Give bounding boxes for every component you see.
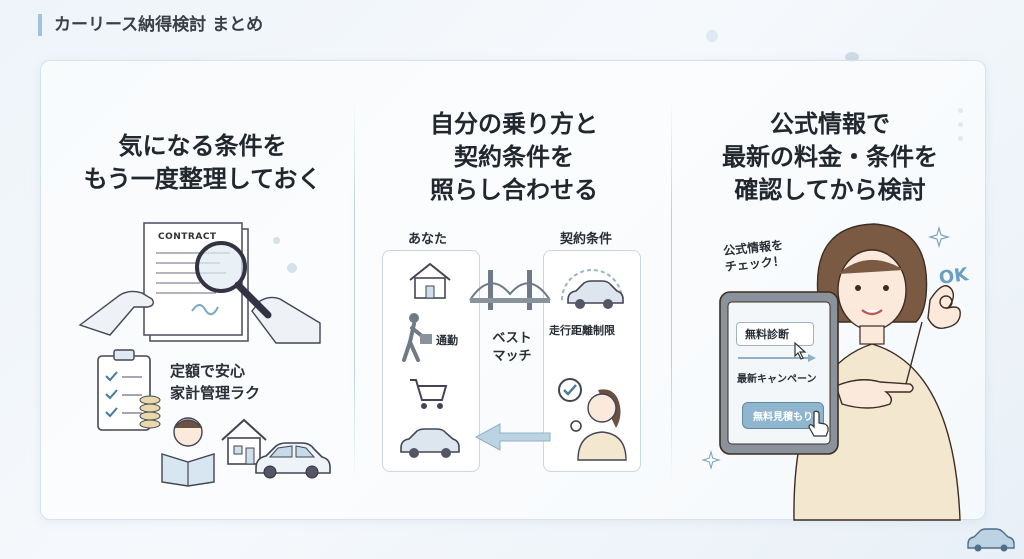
benefit-text: 定額で安心 家計管理ラク: [170, 360, 260, 404]
heading-line: 気になる条件を: [118, 132, 287, 160]
free-diagnosis-box[interactable]: 無料診断: [736, 322, 814, 346]
deco-bubble: [273, 237, 280, 244]
cursor-icon: [794, 341, 807, 360]
commute-person-icon: [402, 313, 432, 362]
deco-dot: [845, 52, 859, 62]
heading-line: 公式情報で: [770, 110, 890, 138]
bridge-icon: [469, 270, 551, 310]
person-ok-icon: [570, 389, 627, 461]
column-3-heading: 公式情報で 最新の料金・条件を 確認してから検討: [690, 108, 970, 207]
car-icon: [400, 428, 460, 458]
car-icon: [967, 528, 1015, 552]
column-divider: [354, 100, 355, 480]
heading-line: 最新の料金・条件を: [722, 143, 938, 171]
best-match-label: ベスト マッチ: [482, 330, 542, 366]
column-divider: [671, 100, 672, 480]
heading-line: 照らし合わせる: [430, 176, 598, 204]
checklist-icon: [97, 349, 161, 431]
commute-label: 通勤: [436, 334, 458, 347]
you-label: あなた: [408, 232, 448, 247]
heading-line: 契約条件を: [454, 143, 574, 171]
hand-pointer-icon: [808, 410, 829, 437]
arrow-left-icon: [474, 423, 551, 451]
house-icon: [409, 262, 451, 299]
sparkle-icon: [927, 225, 951, 249]
match-line: マッチ: [492, 349, 532, 364]
car-icon: [255, 442, 331, 479]
check-circle-icon: [558, 378, 582, 402]
mileage-gauge-car-icon: [561, 269, 624, 309]
match-line: ベスト: [492, 331, 532, 346]
deco-bubble: [287, 263, 297, 273]
contract-terms-label: 契約条件: [560, 232, 613, 247]
column-1-heading: 気になる条件を もう一度整理しておく: [60, 130, 345, 196]
sparkle-icon: [701, 450, 721, 470]
contract-label: CONTRACT: [158, 232, 217, 242]
heading-line: 確認してから検討: [734, 176, 926, 204]
house-icon: [221, 418, 267, 465]
shopping-cart-icon: [410, 379, 448, 409]
benefit-line: 家計管理ラク: [170, 384, 261, 402]
benefit-line: 定額で安心: [170, 362, 246, 380]
contract-document-icon: [78, 222, 321, 344]
person-reading-icon: [161, 417, 215, 487]
heading-line: もう一度整理しておく: [83, 165, 322, 193]
heading-line: 自分の乗り方と: [430, 110, 598, 138]
latest-campaign-link[interactable]: 最新キャンペーン: [737, 374, 817, 385]
column-2-heading: 自分の乗り方と 契約条件を 照らし合わせる: [365, 108, 663, 207]
page-title: カーリース納得検討 まとめ: [38, 14, 263, 36]
mileage-limit-label: 走行距離制限: [549, 324, 615, 337]
deco-dot: [706, 30, 718, 42]
